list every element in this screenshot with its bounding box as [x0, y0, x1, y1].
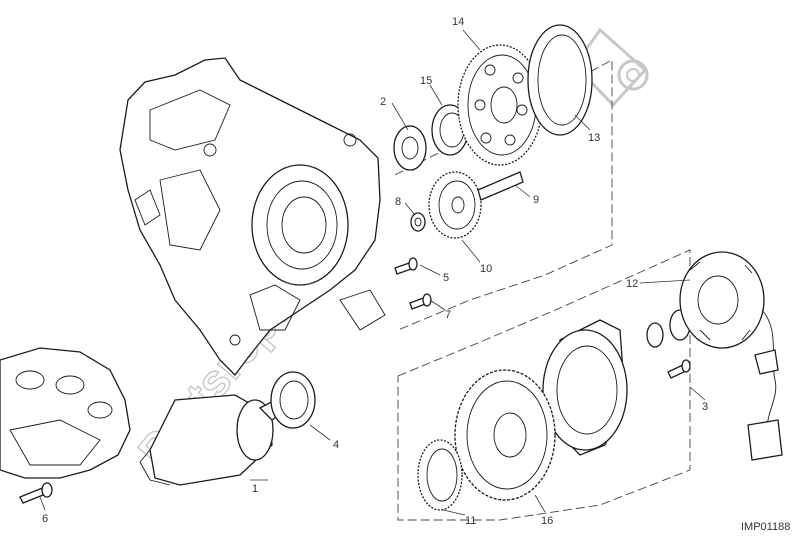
bolt-5 — [394, 257, 418, 275]
bolt-7 — [409, 293, 432, 310]
callout-12: 12 — [626, 278, 638, 290]
callout-10: 10 — [480, 263, 492, 275]
callout-2: 2 — [380, 96, 386, 108]
washer-8 — [410, 212, 426, 232]
reference-code: IMP01188 — [741, 521, 790, 533]
flywheel-16 — [454, 369, 556, 501]
callout-13: 13 — [588, 132, 600, 144]
engine-crankcase — [119, 57, 386, 376]
callout-16: 16 — [541, 515, 553, 527]
callout-11: 11 — [465, 515, 476, 527]
stator — [679, 251, 783, 461]
callout-14: 14 — [452, 16, 464, 28]
callout-3: 3 — [702, 401, 708, 413]
rotor-12 — [542, 319, 628, 456]
callout-4: 4 — [333, 439, 339, 451]
callout-6: 6 — [42, 513, 48, 525]
lower-assembly-outline — [397, 249, 691, 521]
shaft-9 — [477, 171, 524, 201]
idler-gear-10 — [428, 171, 482, 239]
callout-8: 8 — [395, 196, 401, 208]
bushing-2 — [393, 125, 427, 171]
callout-15: 15 — [420, 75, 432, 87]
callout-7: 7 — [445, 309, 451, 321]
ring-13 — [527, 24, 593, 136]
callout-5: 5 — [443, 272, 449, 284]
washer-small — [646, 322, 664, 348]
freewheel-11 — [417, 439, 463, 511]
callout-9: 9 — [533, 194, 539, 206]
bolt-3 — [667, 359, 691, 379]
bolt-6 — [19, 482, 53, 504]
crankcase-left — [0, 347, 131, 479]
callout-1: 1 — [252, 483, 258, 495]
callouts: 1 2 3 4 5 6 7 8 9 10 11 12 13 14 15 16 — [42, 16, 708, 527]
leader-lines — [39, 29, 706, 516]
